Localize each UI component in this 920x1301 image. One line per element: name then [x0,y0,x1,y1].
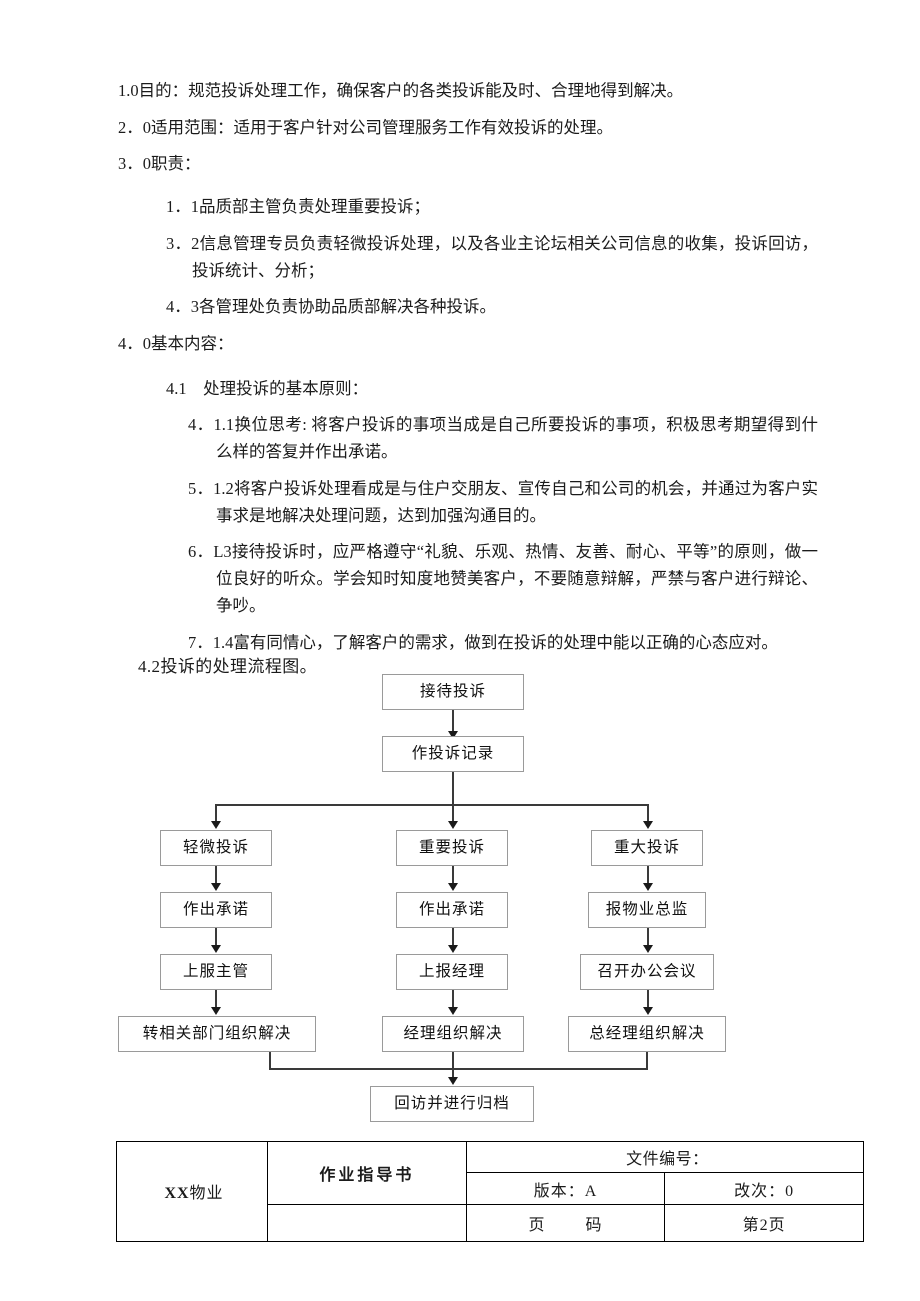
footer-page-value: 第2页 [664,1204,864,1242]
document-footer-table: XX物业 作业指导书 文件编号： 版本：A 改次：0 页 码 第2页 [116,1141,865,1242]
paragraph-responsibility: 3．0职责： [118,154,201,174]
flow-bus-horizontal-bottom [269,1068,648,1070]
flow-arrow-bus-n3 [211,821,221,829]
flow-node-followup-archive: 回访并进行归档 [370,1086,534,1122]
list-item-resp-1: 1．1品质部主管负责处理重要投诉； [166,197,430,217]
complaint-handling-flowchart: 接待投诉 作投诉记录 轻微投诉 重要投诉 重大投诉 作出承诺 作出承诺 报物业总… [0,664,920,1122]
flow-node-transfer-department: 转相关部门组织解决 [118,1016,316,1052]
paragraph-principles-heading: 4.1 处理投诉的基本原则： [166,378,369,398]
footer-page-label: 页 码 [465,1204,666,1242]
list-item-principle-3: 6．L3接待投诉时，应严格遵守“礼貌、乐观、热情、友善、耐心、平等”的原则，做一… [188,542,818,615]
flow-connector-bus-n4 [452,804,454,824]
flow-connector-n2-bus [452,772,454,805]
flow-arrow-n5-n8 [643,883,653,891]
flow-bus-horizontal-top [215,804,649,806]
flow-arrow-n7-n10 [448,945,458,953]
flowchart-heading: 4.2投诉的处理流程图。 [138,657,318,676]
flow-node-major-complaint: 重大投诉 [591,830,703,866]
paragraph-purpose: 1.0目的：规范投诉处理工作，确保客户的各类投诉能及时、合理地得到解决。 [118,81,684,100]
footer-page-label-text: 页 码 [528,1217,603,1234]
flow-arrow-n11-n14 [643,1007,653,1015]
flow-connector-bus-n3 [215,804,217,824]
flow-arrow-n6-n9 [211,945,221,953]
flow-connector-n7-n10 [452,928,454,948]
flow-arrow-n9-n12 [211,1007,221,1015]
flow-node-make-commitment-mid: 作出承诺 [396,892,508,928]
paragraph-scope: 2．0适用范围：适用于客户针对公司管理服务工作有效投诉的处理。 [118,117,613,137]
flow-node-make-commitment-left: 作出承诺 [160,892,272,928]
flow-node-report-manager: 上报经理 [396,954,508,990]
flow-node-manager-resolve: 经理组织解决 [382,1016,524,1052]
footer-version: 版本：A [465,1172,666,1205]
flow-connector-n5-n8 [647,866,649,886]
flow-node-minor-complaint: 轻微投诉 [160,830,272,866]
flow-connector-n1-n2 [452,710,454,734]
flow-connector-n11-n14 [647,990,649,1010]
footer-row-1: XX物业 作业指导书 文件编号： [116,1141,865,1242]
flow-arrow-n3-n6 [211,883,221,891]
flow-node-general-manager-resolve: 总经理组织解决 [568,1016,726,1052]
flow-arrow-bus-n4 [448,821,458,829]
flow-connector-n12-merge [269,1052,271,1069]
flow-node-hold-office-meeting: 召开办公会议 [580,954,714,990]
footer-blank-cell [267,1204,467,1242]
flow-arrow-n4-n7 [448,883,458,891]
flow-arrow-bus-n5 [643,821,653,829]
flow-connector-n8-n11 [647,928,649,948]
footer-document-title: 作业指导书 [267,1141,467,1205]
list-item-principle-2: 5．1.2将客户投诉处理看成是与住户交朋友、宣传自己和公司的机会，并通过为客户实… [188,478,818,525]
flow-node-report-property-director: 报物业总监 [588,892,706,928]
footer-revision: 改次：0 [664,1172,864,1205]
flow-connector-bus-n5 [647,804,649,824]
list-item-resp-3: 4．3各管理处负责协助品质部解决各种投诉。 [166,297,496,317]
list-item-principle-4: 7．1.4富有同情心，了解客户的需求，做到在投诉的处理中能以正确的心态应对。 [188,632,778,652]
flow-arrow-n8-n11 [643,945,653,953]
footer-company-logo: XX物业 [116,1141,268,1242]
flow-arrow-n1-n2 [448,731,458,739]
flow-arrow-merge-n15 [448,1077,458,1085]
footer-company-prefix: XX [164,1184,190,1202]
flow-connector-n3-n6 [215,866,217,886]
paragraph-basic-content: 4．0基本内容： [118,334,234,354]
flow-connector-n4-n7 [452,866,454,886]
flow-connector-n6-n9 [215,928,217,948]
flow-connector-n9-n12 [215,990,217,1010]
flow-node-important-complaint: 重要投诉 [396,830,508,866]
footer-company-suffix: 物业 [189,1184,224,1202]
list-item-resp-2: 3．2信息管理专员负责轻微投诉处理，以及各业主论坛相关公司信息的收集，投诉回访，… [166,233,818,280]
flow-connector-n10-n13 [452,990,454,1010]
footer-row-2: 版本：A 改次：0 [117,1172,864,1205]
flow-node-receive-complaint: 接待投诉 [382,674,524,710]
flow-node-record-complaint: 作投诉记录 [382,736,524,772]
footer-doc-number: 文件编号： [465,1141,865,1173]
list-item-principle-1: 4．1.1换位思考: 将客户投诉的事项当成是自己所要投诉的事项，积极思考期望得到… [188,415,818,462]
flow-node-report-supervisor: 上服主管 [160,954,272,990]
flow-connector-n14-merge [646,1052,648,1069]
footer-row-3: 页 码 第2页 [117,1204,864,1242]
flow-arrow-n10-n13 [448,1007,458,1015]
flow-connector-merge-n15 [452,1052,454,1080]
document-body: 1.0目的：规范投诉处理工作，确保客户的各类投诉能及时、合理地得到解决。 2．0… [118,78,818,666]
